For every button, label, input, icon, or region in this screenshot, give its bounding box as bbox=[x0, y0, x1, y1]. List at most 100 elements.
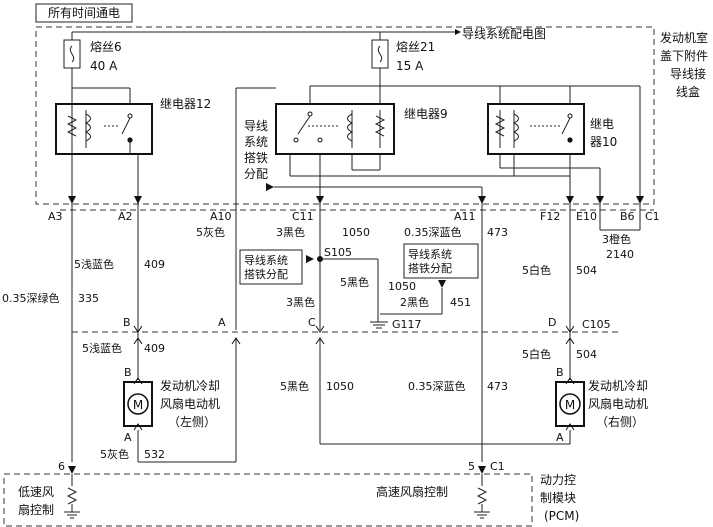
motor-right-pin-a: A bbox=[556, 431, 564, 444]
motor-right-label-3: （右侧） bbox=[596, 414, 644, 429]
gnd-dist-right-2: 搭铁分配 bbox=[408, 262, 452, 275]
ref-link: 导线系统配电图 bbox=[462, 27, 546, 41]
lbl-a2a: 5浅蓝色 bbox=[74, 257, 114, 271]
pin-c1: C1 bbox=[645, 210, 660, 223]
relay10-box bbox=[487, 103, 585, 155]
relay9-label: 继电器9 bbox=[404, 107, 448, 121]
box-title-1: 发动机室 bbox=[660, 30, 708, 45]
lbl-c11b: 1050 bbox=[342, 226, 370, 239]
title-box bbox=[35, 3, 133, 23]
motor-left-label-2: 风扇电动机 bbox=[160, 396, 220, 411]
title-text: 所有时间通电 bbox=[48, 6, 120, 20]
fuse6-rating: 40 A bbox=[90, 59, 118, 73]
relay9-box bbox=[275, 103, 395, 155]
motor-left-label-1: 发动机冷却 bbox=[160, 378, 220, 393]
lbl-a11a: 0.35深蓝色 bbox=[404, 225, 462, 239]
c105-pin-b: B bbox=[123, 316, 131, 329]
relay10-label-1: 继电 bbox=[590, 117, 614, 131]
pin-b6: B6 bbox=[620, 210, 635, 223]
lbl-f12b: 504 bbox=[576, 264, 597, 277]
lbl-db-b: 473 bbox=[487, 380, 508, 393]
gnd-dist-4: 分配 bbox=[244, 167, 268, 181]
pin-a3: A3 bbox=[48, 210, 63, 223]
motor-left-label-3: （左侧） bbox=[168, 414, 216, 429]
pcm-low-2: 扇控制 bbox=[18, 502, 54, 517]
lbl-black3: 3黑色 bbox=[286, 295, 315, 309]
pcm-pin6: 6 bbox=[58, 460, 65, 473]
pcm-outline bbox=[3, 473, 533, 527]
pin-a2: A2 bbox=[118, 210, 133, 223]
lbl-451: 451 bbox=[450, 296, 471, 309]
lbl-a11b: 473 bbox=[487, 226, 508, 239]
pin-a11: A11 bbox=[454, 210, 476, 223]
lbl-black5: 5黑色 bbox=[340, 275, 369, 289]
lbl-a3b: 335 bbox=[78, 292, 99, 305]
pcm-low-1: 低速风 bbox=[18, 485, 54, 499]
c105-pin-a: A bbox=[218, 316, 226, 329]
lbl-lb-a: 5浅蓝色 bbox=[82, 341, 122, 355]
gnd-dist-left-2: 搭铁分配 bbox=[244, 268, 288, 281]
c105-pin-c: C bbox=[308, 316, 316, 329]
lbl-bk-a: 5黑色 bbox=[280, 379, 309, 393]
lbl-db-a: 0.35深蓝色 bbox=[408, 379, 466, 393]
pcm-title-2: 制模块 bbox=[540, 491, 576, 505]
gnd-dist-left-1: 导线系统 bbox=[244, 253, 288, 267]
motor-left-icon bbox=[127, 393, 149, 415]
motor-right-symbol: M bbox=[565, 398, 575, 412]
motor-right-icon bbox=[559, 393, 581, 415]
lbl-s105: S105 bbox=[324, 246, 352, 259]
box-title-2: 盖下附件 bbox=[660, 49, 708, 63]
lbl-g117: G117 bbox=[392, 318, 422, 331]
gnd-dist-left-box bbox=[239, 249, 303, 285]
gnd-dist-3: 搭铁 bbox=[244, 151, 268, 165]
pin-e10: E10 bbox=[576, 210, 597, 223]
lbl-black2: 2黑色 bbox=[400, 295, 429, 309]
lbl-a3a: 0.35深绿色 bbox=[2, 291, 60, 305]
fuse6-name: 熔丝6 bbox=[90, 39, 122, 54]
pcm-title-3: (PCM) bbox=[544, 509, 579, 523]
lbl-f12a: 5白色 bbox=[522, 263, 551, 277]
lbl-gray-a: 5灰色 bbox=[100, 447, 129, 461]
fuse21-rating: 15 A bbox=[396, 59, 424, 73]
pin-a10: A10 bbox=[210, 210, 232, 223]
junction-box-outline bbox=[35, 26, 655, 205]
lbl-c11a: 3黑色 bbox=[276, 225, 305, 239]
lbl-orange-num: 2140 bbox=[606, 248, 634, 261]
pcm-pin5: 5 bbox=[468, 460, 475, 473]
lbl-orange: 3橙色 bbox=[602, 232, 631, 246]
gnd-dist-1: 导线 bbox=[244, 119, 268, 133]
fuse21-name: 熔丝21 bbox=[396, 39, 435, 54]
c105-pin-d: D bbox=[548, 316, 556, 329]
motor-left-symbol: M bbox=[133, 398, 143, 412]
lbl-a10: 5灰色 bbox=[196, 225, 225, 239]
gnd-dist-right-box bbox=[403, 243, 479, 279]
lbl-w-b: 504 bbox=[576, 348, 597, 361]
lbl-bk-b: 1050 bbox=[326, 380, 354, 393]
box-title-3: 导线接 bbox=[670, 66, 706, 81]
box-title-4: 线盒 bbox=[676, 84, 700, 99]
lbl-a2b: 409 bbox=[144, 258, 165, 271]
lbl-lb-b: 409 bbox=[144, 342, 165, 355]
motor-left-pin-b: B bbox=[124, 366, 132, 379]
motor-right-label-1: 发动机冷却 bbox=[588, 378, 648, 393]
relay12-box bbox=[55, 103, 153, 155]
motor-right-pin-b: B bbox=[556, 366, 564, 379]
lbl-w-a: 5白色 bbox=[522, 347, 551, 361]
pin-c11: C11 bbox=[292, 210, 314, 223]
lbl-black1050: 1050 bbox=[388, 280, 416, 293]
motor-left-pin-a: A bbox=[124, 431, 132, 444]
pcm-pinc1: C1 bbox=[490, 460, 505, 473]
relay12-label: 继电器12 bbox=[160, 97, 211, 111]
motor-left-box bbox=[123, 381, 153, 427]
relay10-label-2: 器10 bbox=[590, 135, 617, 149]
motor-right-box bbox=[555, 381, 585, 427]
gnd-dist-right-1: 导线系统 bbox=[408, 247, 452, 261]
gnd-dist-2: 系统 bbox=[244, 135, 268, 149]
motor-right-label-2: 风扇电动机 bbox=[588, 396, 648, 411]
c105-name: C105 bbox=[582, 318, 611, 331]
bus-arrow bbox=[455, 29, 461, 35]
pin-f12: F12 bbox=[540, 210, 560, 223]
lbl-gray-b: 532 bbox=[144, 448, 165, 461]
pcm-high: 高速风扇控制 bbox=[376, 484, 448, 499]
